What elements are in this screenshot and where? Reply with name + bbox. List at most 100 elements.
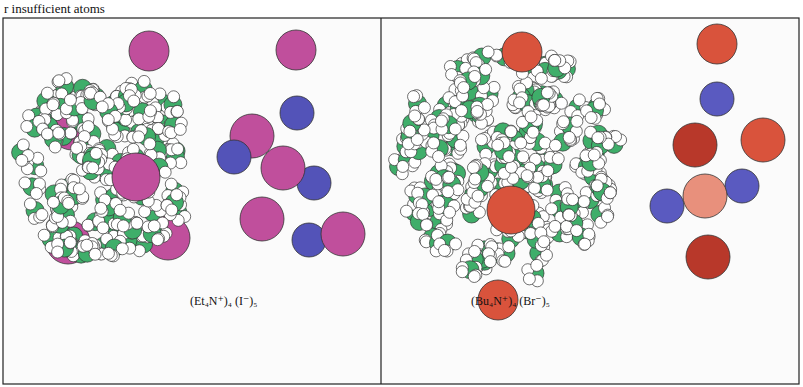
hydrogen-atom [174, 123, 186, 135]
nitrogen-atom [217, 140, 251, 174]
hydrogen-atom [35, 165, 47, 177]
hydrogen-atom [30, 187, 42, 199]
bromide-ion [673, 123, 717, 167]
hydrogen-atom [571, 115, 583, 127]
hydrogen-atom [16, 154, 28, 166]
hydrogen-atom [588, 149, 600, 161]
hydrogen-atom [139, 206, 151, 218]
nitrogen-atom [292, 223, 326, 257]
hydrogen-atom [64, 94, 76, 106]
hydrogen-atom [144, 87, 156, 99]
hydrogen-atom [549, 54, 561, 66]
alkyl-unit [52, 237, 77, 259]
hydrogen-atom [65, 127, 77, 139]
alkyl-unit [516, 111, 542, 138]
hydrogen-atom [475, 134, 487, 146]
hydrogen-atom [53, 75, 65, 87]
hydrogen-atom [458, 82, 470, 94]
bromide-ions [487, 24, 785, 279]
hydrogen-atom [505, 126, 517, 138]
bromide-ion [502, 32, 542, 72]
hydrogen-atom [49, 141, 61, 153]
iodide-ion [276, 30, 316, 70]
hydrogen-atom [133, 131, 145, 143]
hydrogen-atom [433, 196, 445, 208]
hydrogen-atom [454, 139, 466, 151]
hydrogen-atom [552, 153, 564, 165]
iodide-ion [240, 197, 284, 241]
hydrogen-atom [503, 151, 515, 163]
hydrogen-atom [592, 132, 604, 144]
hydrogen-atom [128, 95, 140, 107]
hydrogen-atom [159, 166, 171, 178]
hydrogen-atom [469, 70, 481, 82]
hydrogen-atom [467, 162, 479, 174]
hydrogen-atom [102, 114, 114, 126]
carbon-atom [81, 162, 99, 180]
hydrogen-atom [47, 99, 59, 111]
hydrogen-atom [517, 151, 529, 163]
bromide-ion [741, 118, 785, 162]
butyl-groups [389, 41, 627, 287]
bromide-ion [697, 24, 737, 64]
hydrogen-atom [472, 190, 484, 202]
hydrogen-atom [152, 234, 164, 246]
hydrogen-atom [24, 198, 36, 210]
hydrogen-atom [468, 270, 480, 282]
hydrogen-atom [539, 137, 551, 149]
hydrogen-atom [166, 204, 178, 216]
hydrogen-atom [64, 237, 76, 249]
alkyl-unit [82, 147, 102, 173]
hydrogen-atom [417, 208, 429, 220]
hydrogen-atom [89, 248, 101, 260]
iodide-ion [261, 146, 305, 190]
hydrogen-atom [444, 206, 456, 218]
hydrogen-atom [421, 219, 433, 231]
hydrogen-atom [481, 180, 493, 192]
hydrogen-atom [82, 219, 94, 231]
hydrogen-atom [585, 112, 597, 124]
hydrogen-atom [542, 165, 554, 177]
hydrogen-atom [404, 125, 416, 137]
hydrogen-atom [456, 266, 468, 278]
hydrogen-atom [87, 162, 99, 174]
alkyl-unit [522, 259, 544, 286]
bromide-ion [487, 186, 535, 234]
alkyl-unit [111, 204, 134, 232]
bromide-ion [686, 235, 730, 279]
hydrogen-atom [482, 46, 494, 58]
iodide-ion [321, 212, 365, 256]
hydrogen-atom [442, 186, 454, 198]
hydrogen-atom [456, 105, 468, 117]
hydrogen-atom [96, 101, 108, 113]
hydrogen-atom [505, 161, 517, 173]
hydrogen-atom [65, 127, 77, 139]
hydrogen-atom [579, 238, 591, 250]
alkyl-unit [163, 116, 188, 139]
hydrogen-atom [471, 105, 483, 117]
alkyl-unit [47, 192, 74, 214]
hydrogen-atom [541, 87, 553, 99]
hydrogen-atom [138, 75, 150, 87]
alkyl-unit [456, 101, 484, 119]
iodide-ion [129, 31, 169, 71]
alkyl-unit [561, 210, 583, 237]
hydrogen-atom [499, 255, 511, 267]
hydrogen-atom [97, 222, 109, 234]
alkyl-unit [161, 189, 184, 216]
hydrogen-atom [438, 244, 450, 256]
hydrogen-atom [428, 137, 440, 149]
hydrogen-atom [90, 147, 102, 159]
hydrogen-atom [435, 115, 447, 127]
hydrogen-atom [549, 139, 561, 151]
hydrogen-atom [408, 91, 420, 103]
hydrogen-atom [527, 126, 539, 138]
alkyl-unit [548, 54, 571, 77]
alkyl-unit [471, 97, 494, 120]
hydrogen-atom [65, 237, 77, 249]
hydrogen-atom [443, 171, 455, 183]
hydrogen-atom [397, 160, 409, 172]
alkyl-unit [546, 220, 573, 242]
hydrogen-atom [430, 173, 442, 185]
hydrogen-atom [52, 246, 64, 258]
